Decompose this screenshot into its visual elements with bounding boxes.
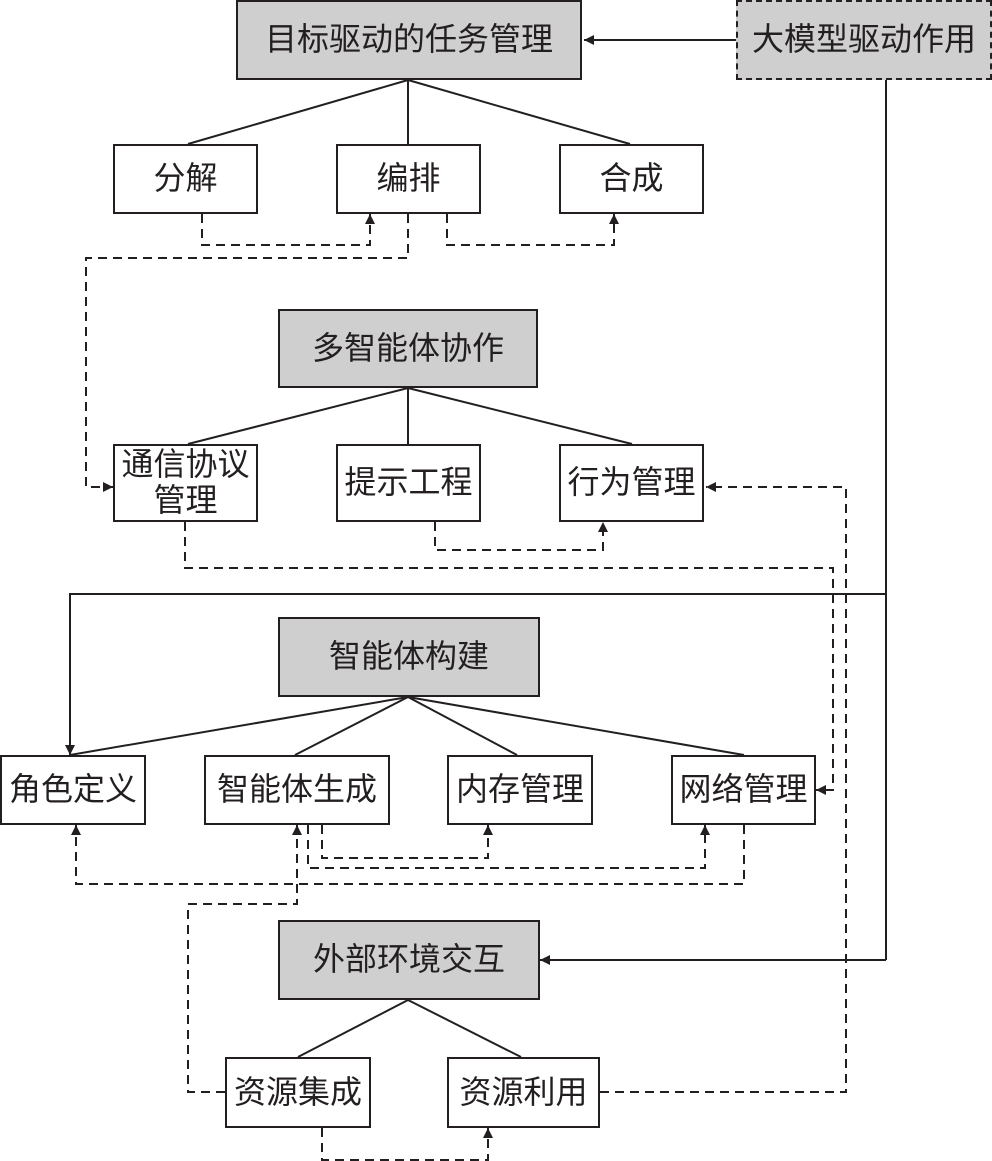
dash-gen-to-network	[307, 825, 710, 869]
gen-label: 智能体生成	[216, 770, 377, 809]
tree-line-env-use	[407, 999, 522, 1058]
tree-line-goal-compose	[407, 79, 631, 145]
compose-label: 合成	[599, 159, 664, 198]
tree-line-build-role	[69, 696, 409, 756]
compose-box: 合成	[559, 144, 704, 214]
tree-line-goal-decompose	[187, 79, 409, 145]
decompose-label: 分解	[153, 159, 218, 198]
resource-integration-box: 资源集成	[225, 1057, 371, 1128]
orchestrate-box: 编排	[336, 144, 481, 214]
tree-line-build-network	[407, 696, 745, 756]
comm-label-line2: 管理	[153, 481, 218, 519]
build-title: 智能体构建	[328, 637, 489, 676]
tree-line-multi-behavior	[407, 387, 633, 445]
dash-prompt-to-behavior	[434, 522, 608, 551]
dash-network-to-role	[71, 825, 745, 885]
goal-title: 目标驱动的任务管理	[264, 20, 553, 59]
memory-management-box: 内存管理	[447, 755, 593, 825]
resource-utilization-box: 资源利用	[447, 1057, 600, 1128]
llm-label: 大模型驱动作用	[751, 20, 976, 59]
prompt-engineering-box: 提示工程	[336, 444, 481, 522]
dash-orchestrate-to-comm	[85, 214, 409, 492]
use-label: 资源利用	[459, 1072, 588, 1111]
role-definition-box: 角色定义	[0, 755, 146, 825]
comm-label-line1: 通信协议	[121, 445, 250, 484]
tree-line-multi-comm	[187, 387, 409, 445]
dash-integrate-to-gen	[187, 825, 302, 1093]
decompose-box: 分解	[113, 144, 258, 214]
llm-driver-box: 大模型驱动作用	[736, 0, 992, 80]
dash-decompose-to-orchestrate	[201, 214, 375, 246]
multi-agent-collaboration-box: 多智能体协作	[278, 309, 538, 388]
agent-generation-box: 智能体生成	[204, 755, 390, 825]
network-label: 网络管理	[679, 770, 808, 809]
behavior-management-box: 行为管理	[559, 444, 704, 522]
goal-driven-task-management-box: 目标驱动的任务管理	[236, 0, 582, 80]
multi-title: 多智能体协作	[311, 328, 504, 367]
dash-comm-to-network	[184, 522, 834, 795]
dash-gen-to-memory	[321, 825, 493, 859]
external-environment-box: 外部环境交互	[278, 920, 540, 1000]
integrate-label: 资源集成	[233, 1072, 362, 1111]
env-title: 外部环境交互	[312, 940, 505, 979]
arrow-llm-to-role	[65, 593, 886, 755]
role-label: 角色定义	[8, 770, 137, 809]
orchestrate-label: 编排	[376, 159, 441, 198]
memory-label: 内存管理	[455, 770, 584, 809]
comm-protocol-box: 通信协议 管理	[113, 444, 258, 522]
prompt-label: 提示工程	[344, 463, 473, 502]
network-management-box: 网络管理	[671, 755, 816, 825]
dash-integrate-to-use	[321, 1128, 493, 1161]
tree-line-env-integrate	[297, 999, 409, 1058]
behavior-label: 行为管理	[567, 463, 696, 502]
dash-use-to-behavior	[600, 482, 847, 1093]
agent-construction-box: 智能体构建	[278, 617, 540, 697]
dash-orchestrate-to-compose	[446, 214, 619, 246]
tree-line-build-memory	[407, 696, 518, 756]
tree-line-build-gen	[294, 696, 409, 756]
